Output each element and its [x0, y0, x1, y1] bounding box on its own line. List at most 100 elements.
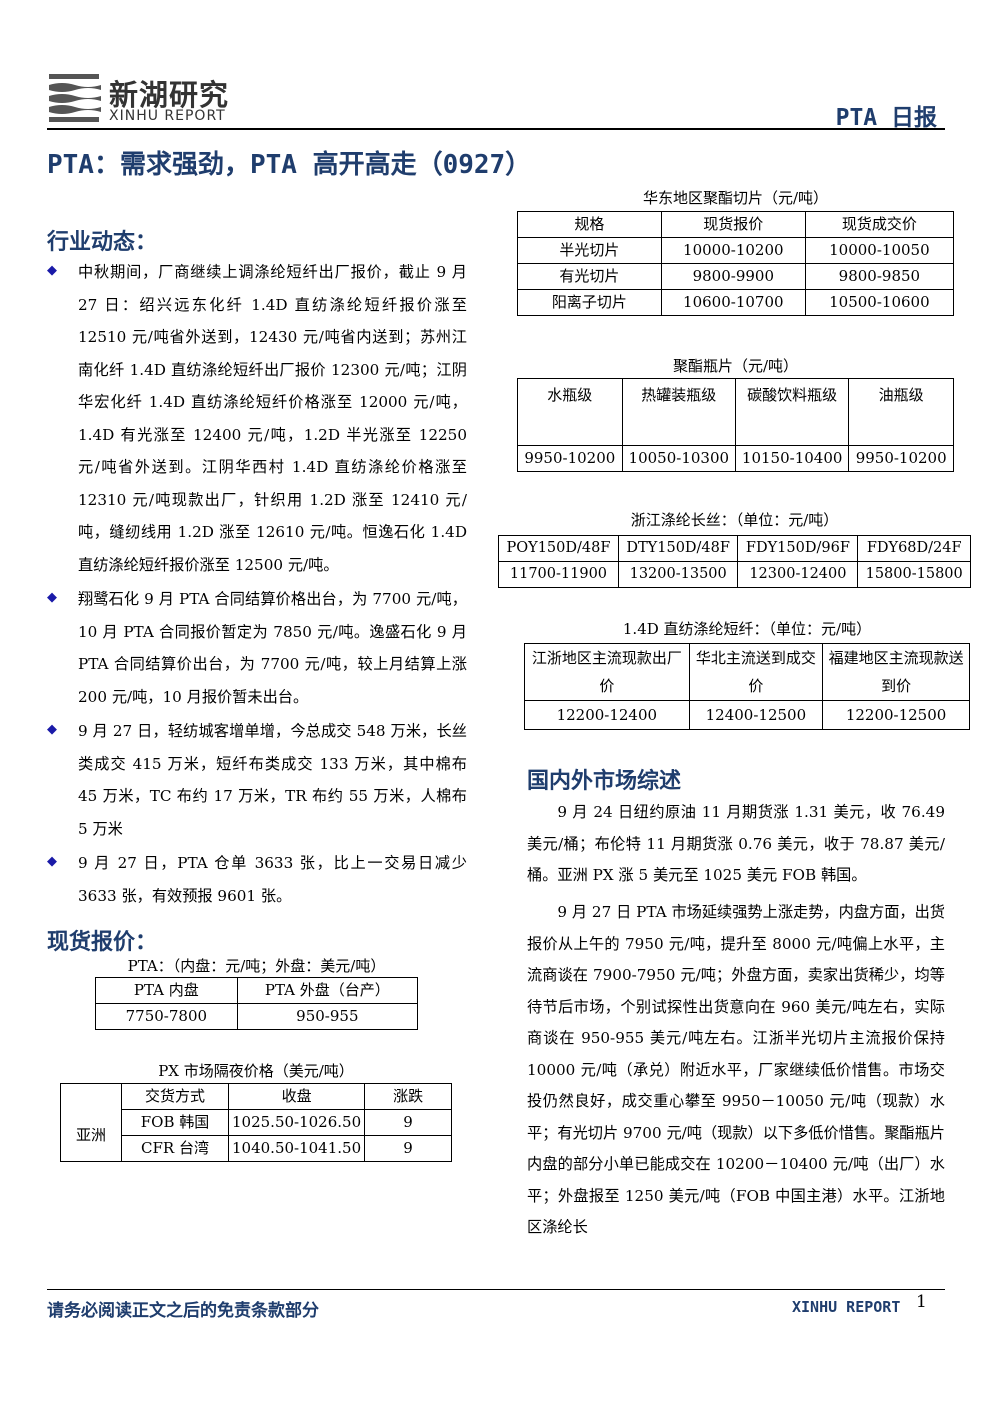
industry-heading: 行业动态：	[47, 230, 158, 255]
table-header-cell: 涨跌	[364, 1083, 452, 1110]
table-header-cell: 现货报价	[660, 211, 806, 238]
logo-text-en: XINHU REPORT	[109, 108, 226, 124]
table-row: 江浙地区主流现款出厂价 华北主流送到成交价 福建地区主流现款送到价	[524, 643, 970, 701]
table-header-cell: 现货成交价	[804, 211, 955, 238]
table-row: 亚洲 FOB 韩国 1025.50-1026.50 9	[60, 1109, 452, 1162]
table-row: POY150D/48F DTY150D/48F FDY150D/96F FDY6…	[498, 535, 971, 562]
diamond-bullet-icon: ◆	[47, 854, 57, 869]
staple-price-table: 江浙地区主流现款出厂价 华北主流送到成交价 福建地区主流现款送到价 12200-…	[524, 643, 970, 730]
bullet-text: 中秋期间，厂商继续上调涤纶短纤出厂报价，截止 9 月 27 日：绍兴远东化纤 1…	[78, 263, 467, 574]
market-heading: 国内外市场综述	[527, 769, 682, 794]
table-cell: 9950-10200	[848, 445, 954, 472]
table-cell: 10150-10400	[734, 445, 850, 472]
table-header-cell: 碳酸饮料瓶级	[734, 378, 850, 446]
table-cell: 9	[364, 1135, 452, 1162]
footer-divider	[47, 1289, 945, 1290]
table-row: CFR 台湾 1040.50-1041.50 9	[61, 1135, 452, 1162]
table-cell: 10600-10700	[660, 289, 806, 316]
footer-brand: XINHU REPORT	[792, 1298, 901, 1316]
table-cell: 10000-10050	[804, 237, 955, 264]
industry-bullet-list: ◆ 中秋期间，厂商继续上调涤纶短纤出厂报价，截止 9 月 27 日：绍兴远东化纤…	[47, 256, 467, 914]
table-header-cell: 交货方式	[121, 1083, 229, 1110]
market-paragraph: 9 月 27 日 PTA 市场延续强势上涨走势，内盘方面，出货报价从上午的 79…	[527, 903, 945, 1236]
table-header-cell: FDY68D/24F	[857, 535, 971, 562]
table-cell: 9950-10200	[517, 445, 623, 472]
table-cell	[60, 1083, 122, 1110]
table-cell: 12200-12400	[524, 700, 690, 730]
company-logo: 新湖研究 XINHU REPORT	[47, 72, 247, 124]
table-row: 阳离子切片 10600-10700 10500-10600	[517, 289, 955, 316]
table-row: 有光切片 9800-9900 9800-9850	[517, 263, 955, 290]
table-row: 9950-10200 10050-10300 10150-10400 9950-…	[517, 445, 954, 472]
table-cell: 9	[364, 1109, 452, 1136]
px-region-cell: 亚洲	[60, 1109, 122, 1162]
bottle-table-caption: 聚酯瓶片（元/吨）	[672, 357, 799, 375]
table-row: 半光切片 10000-10200 10000-10050	[517, 237, 955, 264]
table-row: 7750-7800 950-955	[95, 1003, 419, 1030]
table-header-cell: 福建地区主流现款送到价	[822, 643, 970, 701]
table-cell: 13200-13500	[617, 561, 739, 588]
industry-bullet: ◆ 9 月 27 日，轻纺城客增单增，今总成交 548 万米，长丝类成交 415…	[47, 715, 467, 845]
pta-table-caption: PTA：（内盘：元/吨；外盘：美元/吨）	[127, 957, 386, 975]
disclaimer-link[interactable]: 请务必阅读正文之后的免责条款部分	[47, 1301, 319, 1321]
table-header-cell: POY150D/48F	[498, 535, 619, 562]
table-cell: 1025.50-1026.50	[227, 1109, 366, 1136]
industry-bullet: ◆ 9 月 27 日，PTA 仓单 3633 张，比上一交易日减少 3633 张…	[47, 847, 467, 912]
table-row: 12200-12400 12400-12500 12200-12500	[524, 700, 970, 730]
document-type: PTA 日报	[835, 105, 937, 131]
table-header-cell: PTA 内盘	[95, 977, 238, 1004]
logo-waves-icon	[49, 74, 101, 122]
pta-price-table: PTA 内盘 PTA 外盘（台产） 7750-7800 950-955	[95, 977, 419, 1030]
diamond-bullet-icon: ◆	[47, 722, 57, 737]
table-header-cell: 收盘	[227, 1083, 366, 1110]
table-row: 规格 现货报价 现货成交价	[517, 211, 955, 238]
report-title: PTA：需求强劲，PTA 高开高走（0927）	[47, 150, 532, 180]
chips-table-caption: 华东地区聚酯切片（元/吨）	[642, 189, 829, 207]
bottle-price-table: 水瓶级 热罐装瓶级 碳酸饮料瓶级 油瓶级 9950-10200 10050-10…	[517, 378, 954, 472]
table-cell: 9800-9850	[804, 263, 955, 290]
table-header-cell: DTY150D/48F	[617, 535, 739, 562]
table-cell: 10000-10200	[660, 237, 806, 264]
diamond-bullet-icon: ◆	[47, 590, 57, 605]
px-price-table: 交货方式 收盘 涨跌 亚洲 FOB 韩国 1025.50-1026.50 9 C…	[60, 1083, 452, 1162]
table-cell: 7750-7800	[95, 1003, 238, 1030]
filament-table-caption: 浙江涤纶长丝：（单位：元/吨）	[630, 511, 839, 529]
spot-heading: 现货报价：	[47, 930, 158, 955]
industry-bullet: ◆ 中秋期间，厂商继续上调涤纶短纤出厂报价，截止 9 月 27 日：绍兴远东化纤…	[47, 256, 467, 581]
table-header-cell: 华北主流送到成交价	[688, 643, 824, 701]
logo-text-cn: 新湖研究	[109, 78, 230, 112]
table-cell: 11700-11900	[498, 561, 619, 588]
table-row: 交货方式 收盘 涨跌	[60, 1083, 452, 1110]
industry-bullet: ◆ 翔鹭石化 9 月 PTA 合同结算价格出台，为 7700 元/吨，10 月 …	[47, 583, 467, 713]
table-row: 11700-11900 13200-13500 12300-12400 1580…	[498, 561, 971, 588]
table-cell: CFR 台湾	[121, 1135, 229, 1162]
market-paragraph: 9 月 24 日纽约原油 11 月期货涨 1.31 美元，收 76.49 美元/…	[527, 803, 945, 884]
bullet-text: 翔鹭石化 9 月 PTA 合同结算价格出台，为 7700 元/吨，10 月 PT…	[78, 590, 467, 706]
table-cell: 12300-12400	[737, 561, 859, 588]
staple-table-caption: 1.4D 直纺涤纶短纤：（单位：元/吨）	[622, 620, 872, 638]
table-header-cell: 规格	[517, 211, 662, 238]
chips-price-table: 规格 现货报价 现货成交价 半光切片 10000-10200 10000-100…	[517, 211, 955, 316]
table-cell: 10050-10300	[621, 445, 736, 472]
table-header-cell: PTA 外盘（台产）	[236, 977, 419, 1004]
table-header-cell: FDY150D/96F	[737, 535, 859, 562]
table-cell: 12400-12500	[688, 700, 824, 730]
table-cell: 12200-12500	[822, 700, 970, 730]
table-row: 水瓶级 热罐装瓶级 碳酸饮料瓶级 油瓶级	[517, 378, 954, 446]
table-row: PTA 内盘 PTA 外盘（台产）	[95, 977, 419, 1004]
table-cell: 10500-10600	[804, 289, 955, 316]
diamond-bullet-icon: ◆	[47, 263, 57, 278]
table-header-cell: 江浙地区主流现款出厂价	[524, 643, 690, 701]
bullet-text: 9 月 27 日，轻纺城客增单增，今总成交 548 万米，长丝类成交 415 万…	[78, 722, 467, 838]
table-cell: 1040.50-1041.50	[227, 1135, 366, 1162]
table-cell: 9800-9900	[660, 263, 806, 290]
table-cell: 15800-15800	[857, 561, 971, 588]
table-cell: FOB 韩国	[121, 1109, 229, 1136]
bullet-text: 9 月 27 日，PTA 仓单 3633 张，比上一交易日减少 3633 张，有…	[78, 854, 467, 905]
table-cell: 阳离子切片	[517, 289, 662, 316]
table-cell: 有光切片	[517, 263, 662, 290]
page-number: 1	[916, 1292, 927, 1312]
filament-price-table: POY150D/48F DTY150D/48F FDY150D/96F FDY6…	[498, 535, 971, 588]
table-header-cell: 热罐装瓶级	[621, 378, 736, 446]
px-table-caption: PX 市场隔夜价格（美元/吨）	[158, 1062, 354, 1080]
